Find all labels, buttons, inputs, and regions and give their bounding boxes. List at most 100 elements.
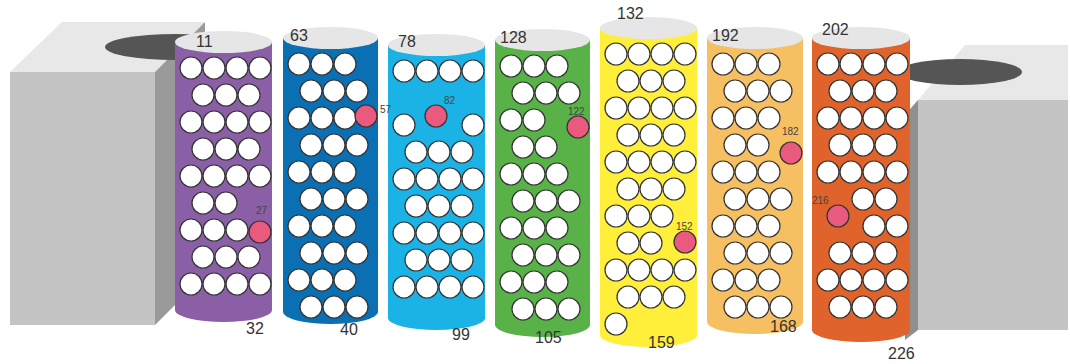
residue-circle [192,246,214,268]
residue-circle [605,151,627,173]
residue-circle [852,134,874,156]
marked-residue [425,105,447,127]
residue-circle [323,134,345,156]
residue-number: 226 [888,346,915,362]
residue-circle [640,178,662,200]
residue-circle [558,190,580,212]
helix-top [283,27,378,49]
residue-circle [863,215,885,237]
helix-cylinder [283,38,378,312]
helix-cylinder [175,42,272,310]
residue-circle [535,82,557,104]
residue-circle [203,111,225,133]
residue-circle [180,273,202,295]
residue-circle [288,161,310,183]
helix-bottom [388,306,485,330]
residue-circle [840,269,862,291]
residue-circle [500,109,522,131]
residue-circle [523,271,545,293]
residue-circle [249,273,271,295]
residue-circle [311,269,333,291]
residue-circle [735,53,757,75]
residue-circle [852,80,874,102]
marked-residue-number: 82 [444,96,455,106]
residue-circle [462,168,484,190]
residue-circle [863,161,885,183]
helix-cylinder [495,40,590,325]
residue-circle [500,163,522,185]
helix-cylinder [707,38,803,322]
block-hole [898,59,1022,85]
residue-circle [203,165,225,187]
residue-circle [311,53,333,75]
residue-circle [605,205,627,227]
residue-circle [712,53,734,75]
residue-circle [346,134,368,156]
residue-circle [674,97,696,119]
helix-bottom [812,318,910,342]
residue-circle [192,192,214,214]
residue-circle [535,190,557,212]
residue-circle [323,80,345,102]
residue-circle [334,53,356,75]
residue-circle [663,178,685,200]
residue-circle [300,242,322,264]
marked-residue [780,142,802,164]
residue-circle [311,215,333,237]
residue-circle [758,269,780,291]
residue-number: 105 [535,330,562,346]
residue-circle [180,165,202,187]
residue-circle [875,80,897,102]
residue-circle [875,188,897,210]
residue-circle [735,161,757,183]
residue-circle [535,244,557,266]
residue-circle [334,161,356,183]
residue-circle [500,271,522,293]
residue-circle [735,269,757,291]
residue-circle [747,188,769,210]
residue-circle [840,107,862,129]
residue-circle [651,205,673,227]
residue-circle [758,215,780,237]
residue-circle [817,269,839,291]
residue-circle [663,286,685,308]
helix-cylinder [388,45,485,318]
residue-circle [852,188,874,210]
residue-circle [747,296,769,318]
residue-circle [523,163,545,185]
residue-circle [651,43,673,65]
right-block [898,45,1068,340]
residue-circle [462,60,484,82]
residue-circle [346,242,368,264]
residue-circle [640,70,662,92]
residue-circle [863,269,885,291]
residue-circle [416,276,438,298]
marked-residue [674,231,696,253]
residue-circle [300,296,322,318]
residue-circle [817,161,839,183]
residue-circle [886,107,908,129]
residue-circle [747,134,769,156]
residue-circle [712,269,734,291]
residue-circle [226,165,248,187]
residue-circle [451,195,473,217]
residue-circle [546,271,568,293]
helix-top [495,29,590,51]
residue-circle [640,232,662,254]
residue-circle [311,107,333,129]
residue-circle [180,219,202,241]
residue-circle [674,43,696,65]
residue-circle [523,55,545,77]
residue-number: 192 [712,28,739,44]
residue-circle [640,124,662,146]
residue-circle [462,222,484,244]
residue-circle [192,84,214,106]
residue-number: 99 [452,327,470,343]
residue-circle [875,296,897,318]
residue-circle [817,53,839,75]
marked-residue [355,105,377,127]
residue-circle [215,246,237,268]
residue-circle [523,109,545,131]
residue-circle [334,107,356,129]
residue-circle [617,232,639,254]
